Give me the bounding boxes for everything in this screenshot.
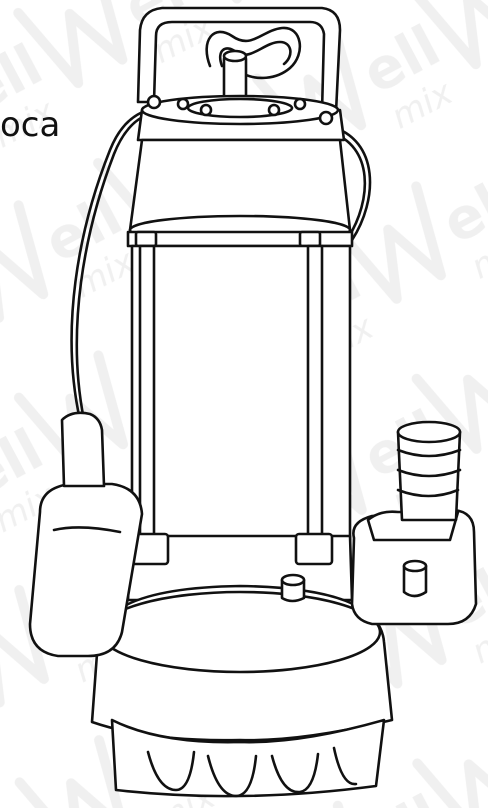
float-switch xyxy=(28,482,144,658)
float-cable xyxy=(70,106,160,422)
tie-rod-right xyxy=(306,244,324,542)
tie-rod-left xyxy=(138,244,156,542)
pump-base xyxy=(110,718,386,798)
partial-label-text: oca xyxy=(0,105,61,145)
cable-coil xyxy=(205,26,302,80)
